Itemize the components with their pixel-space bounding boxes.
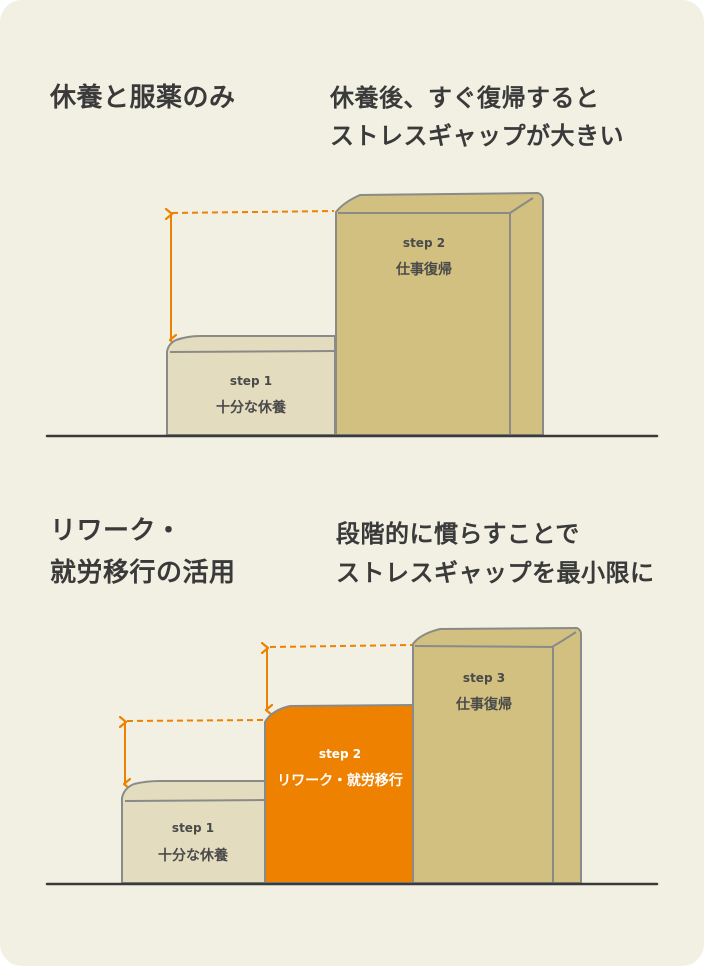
section2-heading-line2: 就労移行の活用 (50, 558, 236, 588)
section1-diagram: step 1 十分な休養 step 2 仕事復帰 (45, 192, 659, 438)
section1-description-line2: ストレスギャップが大きい (330, 122, 624, 150)
section2-description-line2: ストレスギャップを最小限に (336, 559, 655, 587)
section2-step3-box: step 3 仕事復帰 (412, 627, 582, 884)
section2-step1-step: step 1 (172, 821, 214, 835)
section2-step2-label: リワーク・就労移行 (277, 772, 403, 789)
section2-step3-label: 仕事復帰 (455, 696, 512, 713)
section1-step1-box: step 1 十分な休養 (166, 335, 336, 436)
section1-step1-label: 十分な休養 (216, 399, 286, 416)
section1-heading: 休養と服薬のみ (50, 83, 236, 113)
section1-step2-step: step 2 (403, 236, 445, 250)
section1-step2-label: 仕事復帰 (395, 261, 452, 278)
section1-step1-step: step 1 (230, 374, 272, 388)
section1-description-line1: 休養後、すぐ復帰すると (330, 84, 600, 112)
section2-diagram: step 1 十分な休養 step 2 リワーク・就労移行 step 3 仕事復… (45, 627, 659, 886)
section2-step3-step: step 3 (463, 671, 505, 685)
section2-description-line1: 段階的に慣らすことで (336, 520, 580, 548)
section2-dashed-guide-1 (126, 719, 265, 722)
section2-step1-box: step 1 十分な休養 (121, 780, 266, 884)
section1-step2-box: step 2 仕事復帰 (335, 192, 544, 436)
section1-dashed-guide (171, 210, 335, 214)
section2-step1-label: 十分な休養 (158, 847, 228, 864)
section2-step2-box: step 2 リワーク・就労移行 (264, 704, 414, 884)
section2-heading-line1: リワーク・ (50, 516, 182, 546)
section2-step2-step: step 2 (319, 747, 361, 761)
section2-dashed-guide-2 (269, 644, 413, 648)
